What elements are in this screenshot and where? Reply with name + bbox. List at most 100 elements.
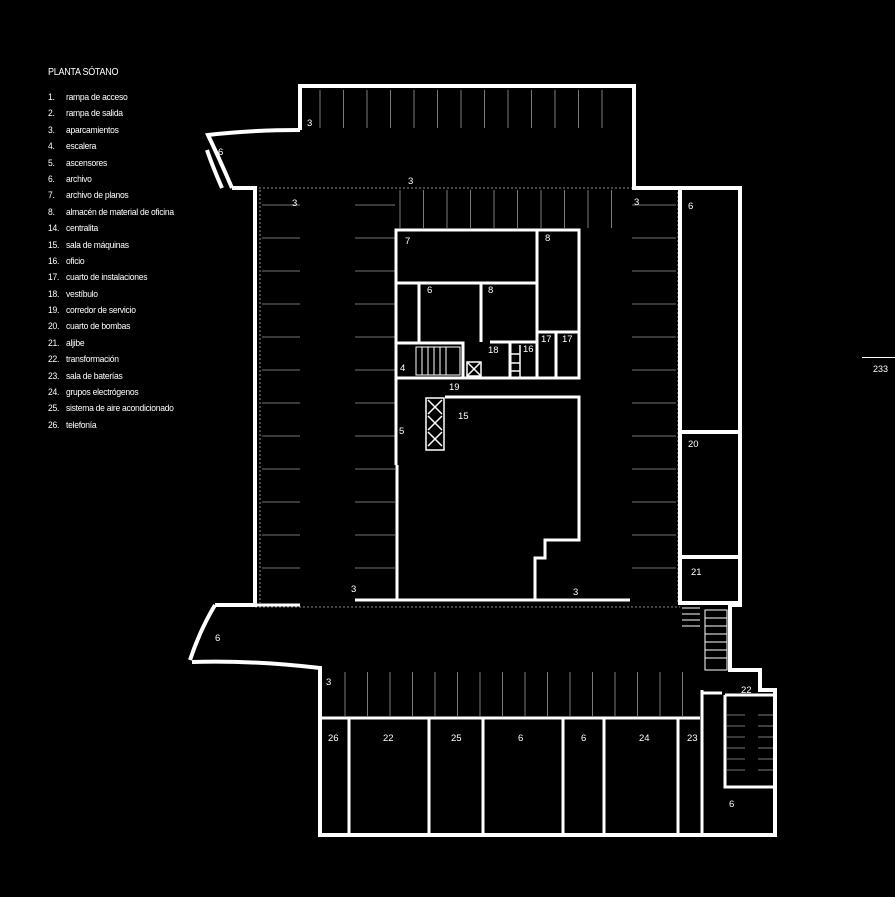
legend-item-label: ascensores	[66, 157, 108, 169]
legend-item-label: almacén de material de oficina	[66, 206, 174, 218]
label-ramp-top-left: 6	[218, 147, 223, 158]
legend-item-number: 2.	[48, 108, 55, 120]
legend-item-number: 23.	[48, 370, 60, 382]
legend-item: 17. cuarto de instalaciones	[48, 270, 174, 286]
right-rooms	[678, 190, 740, 605]
legend-item-number: 4.	[48, 141, 55, 153]
elevators	[425, 361, 482, 451]
label-ramp-bottom-left: 6	[215, 633, 220, 644]
legend-item-number: 17.	[48, 272, 60, 284]
ramp-top-left-wall	[204, 128, 301, 189]
legend-item-number: 8.	[48, 206, 55, 218]
label-room-22: 22	[383, 733, 394, 744]
legend-item-number: 21.	[48, 337, 60, 349]
ramp-bottom-left-wall	[188, 603, 217, 661]
legend-item-label: transformación	[66, 354, 119, 366]
legend-item-label: corredor de servicio	[66, 305, 136, 317]
legend-item-number: 16.	[48, 255, 60, 267]
legend-item: 2. rampa de salida	[48, 106, 174, 122]
stair-upper	[415, 346, 461, 376]
label-room-6-inner: 6	[427, 285, 432, 296]
label-parking-lower: 3	[326, 677, 331, 688]
legend-item: 14.centralita	[48, 221, 174, 237]
legend-item-label: aparcamientos	[66, 124, 119, 136]
legend-item-number: 3.	[48, 124, 55, 136]
legend-item-number: 7.	[48, 190, 55, 202]
legend-item: 15. sala de máquinas	[48, 238, 174, 254]
legend-item-label: cuarto de instalaciones	[66, 272, 148, 284]
legend-item-label: sala de máquinas	[66, 239, 129, 251]
legend-item-number: 24.	[48, 387, 60, 399]
legend-item-label: telefonía	[66, 419, 97, 431]
label-parking-right: 3	[634, 197, 639, 208]
label-room-20: 20	[688, 439, 699, 450]
ramp-top-inner-wall	[205, 149, 224, 189]
page-number: 233	[873, 364, 889, 374]
label-room-26: 26	[328, 733, 339, 744]
legend-item-label: rampa de salida	[66, 108, 123, 120]
legend-item: 20. cuarto de bombas	[48, 319, 174, 335]
legend-item-label: archivo	[66, 173, 92, 185]
legend-title: PLANTA SÓTANO	[48, 67, 119, 78]
legend-item-number: 15.	[48, 239, 60, 251]
label-room-23: 23	[687, 733, 698, 744]
central-block-upper	[394, 228, 581, 380]
legend-item: 18.vestíbulo	[48, 287, 174, 303]
legend-item: 8. almacén de material de oficina	[48, 205, 174, 221]
legend-item-number: 19.	[48, 305, 60, 317]
legend-item-number: 25.	[48, 403, 60, 415]
legend-item-number: 20.	[48, 321, 60, 333]
legend: PLANTA SÓTANO 1. rampa de acceso 2. rampa d…	[48, 67, 174, 434]
legend-item: 7.archivo de planos	[48, 188, 174, 204]
legend-item-number: 14.	[48, 223, 60, 235]
annex-stall-lines	[727, 714, 773, 771]
outer-wall	[191, 84, 777, 837]
legend-item: 25. sistema de aire acondicionado	[48, 401, 174, 417]
legend-item: 21. aljibe	[48, 336, 174, 352]
legend-item: 19. corredor de servicio	[48, 303, 174, 319]
central-block-lower	[355, 378, 630, 602]
label-parking-left: 3	[292, 198, 297, 209]
legend-item-label: cuarto de bombas	[66, 321, 131, 333]
parking-stall-lines	[262, 90, 683, 716]
legend-item: 1. rampa de acceso	[48, 90, 174, 106]
legend-item-label: oficio	[66, 255, 85, 267]
legend-item: 24. grupos electrógenos	[48, 385, 174, 401]
label-room-7: 7	[405, 236, 410, 247]
legend-item-label: sala de baterías	[66, 370, 123, 382]
label-room-17b: 17	[562, 334, 573, 345]
legend-item: 23. sala de baterías	[48, 369, 174, 385]
label-room-8-right: 8	[545, 233, 550, 244]
legend-item-label: grupos electrógenos	[66, 387, 139, 399]
label-room-22-annex: 22	[741, 685, 752, 696]
label-room-17a: 17	[541, 334, 552, 345]
label-parking-bottom-right: 3	[573, 587, 578, 598]
legend-item: 22. transformación	[48, 352, 174, 368]
label-room-8-inner: 8	[488, 285, 493, 296]
legend-item: 26.telefonía	[48, 418, 174, 434]
label-room-18: 18	[488, 345, 499, 356]
bottom-rooms	[320, 690, 775, 833]
label-room-25: 25	[451, 733, 462, 744]
legend-item-number: 1.	[48, 92, 55, 103]
legend-item: 6. archivo	[48, 172, 174, 188]
label-archive-right: 6	[688, 201, 693, 212]
label-room-5: 5	[399, 426, 404, 437]
label-room-16: 16	[523, 344, 534, 355]
label-room-21: 21	[691, 567, 702, 578]
label-room-15: 15	[458, 411, 469, 422]
legend-item-number: 6.	[48, 173, 55, 185]
label-parking-top-mid: 3	[408, 176, 413, 187]
legend-item-label: aljibe	[66, 337, 85, 349]
label-room-4: 4	[400, 363, 405, 374]
legend-item: 5. ascensores	[48, 156, 174, 172]
legend-item: 3. aparcamientos	[48, 123, 174, 139]
page-number-rule	[862, 357, 895, 358]
legend-item-number: 5.	[48, 157, 55, 169]
label-room-6-annex: 6	[729, 799, 734, 810]
legend-item-label: sistema de aire acondicionado	[66, 403, 174, 415]
label-room-24: 24	[639, 733, 650, 744]
ramp-bottom-wall	[215, 186, 257, 607]
legend-item-number: 22.	[48, 354, 60, 366]
legend-item-label: rampa de acceso	[66, 92, 128, 103]
